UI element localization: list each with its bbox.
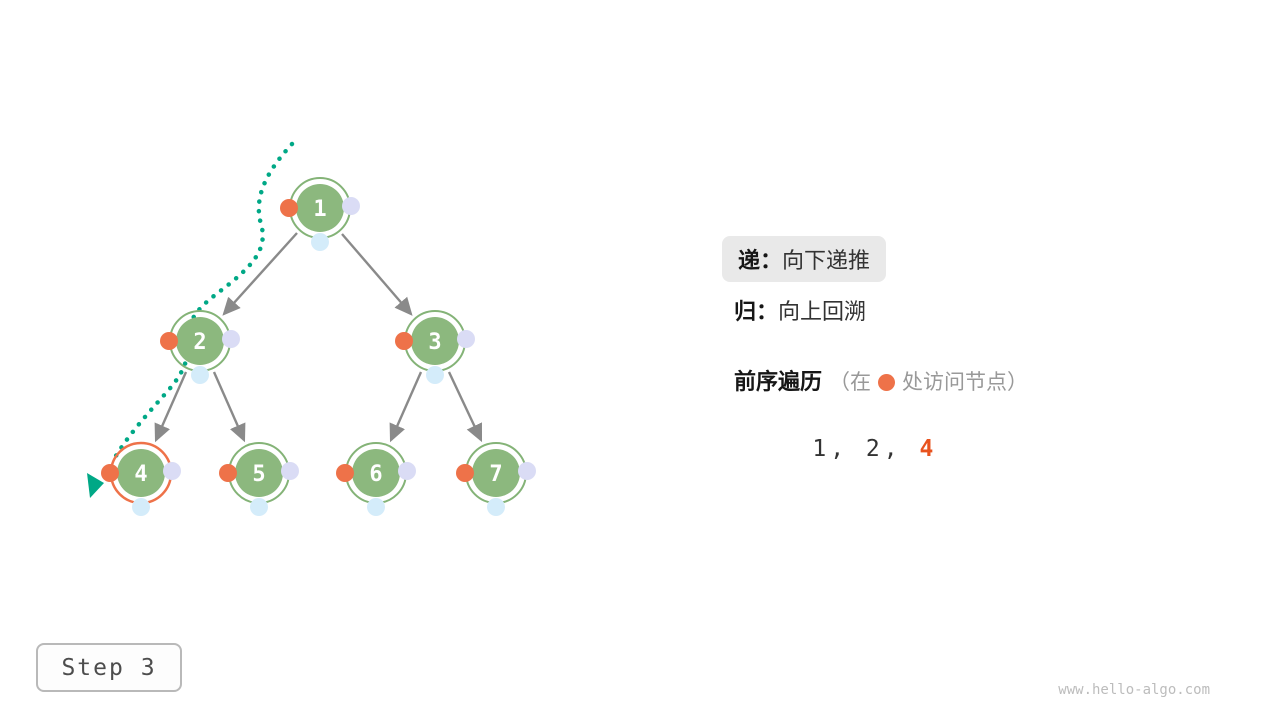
bottom-marker-dot — [367, 498, 385, 516]
traversal-note-suffix: 处访问节点） — [902, 370, 1029, 394]
node-circle — [472, 449, 520, 497]
node-circle — [235, 449, 283, 497]
bottom-marker-dot — [426, 366, 444, 384]
node-circle — [296, 184, 344, 232]
node-label: 7 — [489, 462, 502, 487]
sequence-visited: 1, 2, — [812, 436, 920, 462]
visit-marker-dot — [160, 332, 178, 350]
tree-node-1: 1 — [280, 177, 360, 251]
return-marker-dot — [281, 462, 299, 480]
node-circle — [176, 317, 224, 365]
bottom-marker-dot — [487, 498, 505, 516]
node-circle — [411, 317, 459, 365]
traversal-title: 前序遍历 — [734, 370, 823, 395]
node-label: 6 — [369, 462, 382, 487]
return-marker-dot — [398, 462, 416, 480]
tree-node-7: 7 — [456, 442, 536, 516]
visit-marker-dot — [219, 464, 237, 482]
tree-node-4-current: 4 — [101, 441, 181, 516]
visit-marker-dot — [395, 332, 413, 350]
legend-backtrack-text: 向上回溯 — [778, 300, 867, 325]
return-marker-dot — [457, 330, 475, 348]
tree-node-3: 3 — [395, 310, 475, 384]
visit-marker-dot — [101, 464, 119, 482]
tree-node-2: 2 — [160, 310, 240, 384]
traversal-cursor-icon — [87, 473, 104, 498]
node-label: 3 — [428, 330, 441, 355]
watermark: www.hello-algo.com — [1058, 682, 1210, 698]
edge-1-3 — [341, 233, 413, 316]
tree-edges — [154, 232, 483, 443]
node-circle — [117, 449, 165, 497]
return-marker-dot — [518, 462, 536, 480]
node-label: 2 — [193, 330, 206, 355]
traversal-note-prefix: （在 — [829, 370, 872, 394]
return-marker-dot — [342, 197, 360, 215]
legend-recurse-text: 向下递推 — [782, 249, 871, 274]
bottom-marker-dot — [311, 233, 329, 251]
legend-recurse-key: 递： — [738, 249, 783, 274]
edge-3-6 — [389, 371, 423, 443]
node-label: 5 — [252, 462, 265, 487]
legend-recurse: 递：向下递推 — [722, 236, 887, 282]
traversal-sequence: 1, 2, 4 — [741, 410, 937, 488]
legend-backtrack: 归：向上回溯 — [734, 294, 866, 326]
visit-dot-icon — [878, 374, 896, 391]
step-indicator: Step 3 — [36, 643, 182, 692]
tree-node-5: 5 — [219, 442, 299, 516]
node-circle — [352, 449, 400, 497]
legend-backtrack-key: 归： — [734, 300, 779, 325]
visit-marker-dot — [280, 199, 298, 217]
edge-1-2 — [222, 232, 298, 316]
step-label: Step 3 — [61, 654, 157, 681]
visit-marker-dot — [336, 464, 354, 482]
node-label: 4 — [134, 462, 147, 487]
node-label: 1 — [313, 197, 326, 222]
bottom-marker-dot — [250, 498, 268, 516]
edge-2-5 — [212, 371, 246, 443]
sequence-current: 4 — [919, 436, 938, 462]
traversal-path — [110, 141, 295, 464]
edge-3-7 — [447, 371, 483, 443]
tree-node-6: 6 — [336, 442, 416, 516]
visit-marker-dot — [456, 464, 474, 482]
bottom-marker-dot — [132, 498, 150, 516]
edge-2-4 — [154, 371, 188, 443]
return-marker-dot — [163, 462, 181, 480]
return-marker-dot — [222, 330, 240, 348]
traversal-label: 前序遍历 （在 处访问节点） — [734, 364, 1028, 396]
bottom-marker-dot — [191, 366, 209, 384]
